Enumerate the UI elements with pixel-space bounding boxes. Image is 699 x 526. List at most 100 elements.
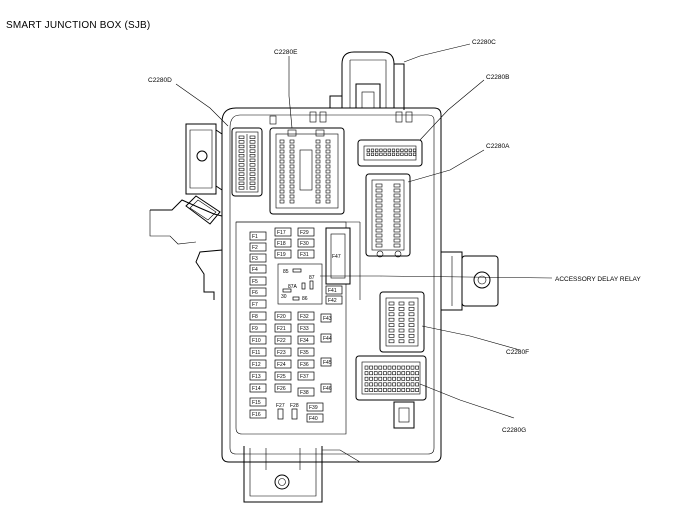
connector-pin [391,152,396,156]
connector-pin [325,164,331,169]
connector-pin [364,365,369,370]
sjb-housing [221,107,442,463]
connector-pin [315,179,321,184]
connector-pin [375,148,379,152]
fuse-F37: F37 [300,374,309,380]
connector-pin [401,376,406,381]
connector-pin [249,186,256,190]
connector-pin [375,188,383,193]
connector-pin [325,154,331,159]
relay-pin-30: 30 [281,294,287,300]
connector-c2280g [355,355,427,429]
connector-pin [364,382,369,387]
connector-pin [415,365,419,370]
connector-pin [325,174,331,179]
connector-pin [369,365,373,370]
fuse-F29-box [297,227,315,237]
fuse-F15-box [249,397,267,407]
fuse-F17-box [274,227,292,237]
connector-pin [364,371,369,376]
connector-pin [387,388,392,392]
connector-pin [289,154,295,159]
fuse-F27-box [277,408,284,420]
left-mount-bracket [185,123,223,195]
connector-pin [408,148,412,152]
fuse-F14: F14 [252,386,261,392]
connector-pin [383,365,387,370]
connector-pin [238,163,245,167]
connector-c2280d [231,127,263,197]
connector-pin [279,149,285,154]
connector-pin [378,376,383,381]
connector-pin [375,223,383,228]
fuse-F39: F39 [309,405,318,411]
connector-pin [408,317,415,322]
connector-c2280a [365,173,411,258]
connector-pin [249,154,256,158]
fuse-F26-box [274,383,292,393]
connector-pin [392,382,396,387]
connector-pin [249,135,256,139]
label-c2280g: C2280G [502,427,526,434]
connector-pin [406,382,410,387]
fuse-F28: F28 [290,403,299,409]
connector-pin [249,181,256,185]
connector-pin [404,148,408,152]
label-c2280c: C2280C [472,39,496,46]
connector-pin [410,388,415,392]
connector-pin [249,144,256,149]
connector-pin [388,323,395,327]
connector-pin [315,149,321,154]
connector-pin [393,193,401,198]
fuse-F41-box [325,285,343,295]
fuse-F43-box [320,313,332,323]
fuse-F12: F12 [252,362,261,368]
fuse-F11: F11 [252,350,260,356]
fuse-F36: F36 [300,362,309,368]
connector-pin [383,148,387,152]
connector-pin [375,218,383,223]
fuse-F13-box [249,371,267,381]
connector-pin [238,154,245,158]
fuse-F25: F25 [277,374,286,380]
fuse-F16-box [249,409,267,419]
connector-pin [279,179,285,184]
connector-pin [408,152,412,156]
connector-pin [325,179,331,184]
connector-pin [279,139,285,144]
connector-pin [238,186,245,190]
connector-pin [289,174,295,179]
fuse-F31-box [297,249,315,259]
connector-pin [396,148,400,152]
fuse-F7-box [249,299,267,309]
connector-pin [401,365,406,370]
connector-pin [387,365,392,370]
connector-pin [249,149,256,153]
connector-pin [375,203,383,208]
connector-pin [392,376,396,381]
connector-pin [238,172,245,176]
fuse-F4-box [249,264,267,274]
connector-pin [279,169,285,174]
connector-pin [387,376,392,381]
fuse-F13: F13 [252,374,261,380]
fuse-F42-box [325,295,343,305]
connector-pin [279,189,285,194]
connector-pin [388,328,395,333]
connector-pin [393,183,401,188]
fuse-F24-box [274,359,292,369]
connector-pin [396,388,401,392]
fuse-F9-box [249,323,267,333]
connector-pin [393,198,401,203]
fuse-F1-box [249,231,267,241]
connector-pin [392,365,396,370]
connector-pin [238,167,245,172]
connector-pin [412,148,417,152]
fuse-F23: F23 [277,350,286,356]
bottom-mount-bracket [243,446,361,503]
connector-pin [238,144,245,149]
connector-pin [373,388,378,392]
connector-pin [325,159,331,164]
connector-pin [375,213,383,218]
connector-pin [393,238,401,243]
